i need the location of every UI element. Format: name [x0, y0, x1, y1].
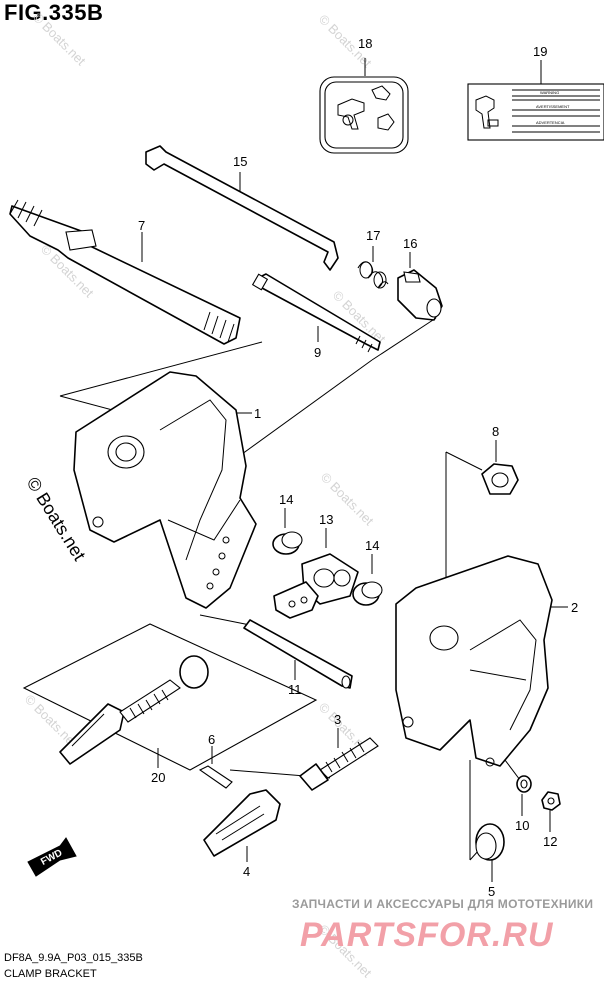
part-8-nut[interactable]: [481, 463, 519, 495]
callout-2[interactable]: 2: [571, 600, 578, 615]
callout-17[interactable]: 17: [366, 228, 380, 243]
callout-8[interactable]: 8: [492, 424, 499, 439]
promo-logo: PARTSFOR.RU: [300, 916, 554, 954]
label-19-advertencia-word: ADVERTENCIA: [536, 120, 565, 125]
part-20-clamp-screw[interactable]: [22, 623, 318, 771]
part-number-callouts: 18 19 15 7 17 16 9 1 8 14 13 14 2 11 3 6…: [138, 36, 578, 899]
part-13-plates[interactable]: [273, 553, 359, 619]
callout-20[interactable]: 20: [151, 770, 165, 785]
callout-11[interactable]: 11: [288, 682, 302, 697]
callout-10[interactable]: 10: [515, 818, 529, 833]
label-19-warning-word: WARNING: [540, 90, 559, 95]
callout-5[interactable]: 5: [488, 884, 495, 899]
figure-model-code: DF8A_9.9A_P03_015_335B: [4, 952, 143, 964]
callout-1[interactable]: 1: [254, 406, 261, 421]
callout-13[interactable]: 13: [319, 512, 333, 527]
promo-watermark: ЗАПЧАСТИ И АКСЕССУАРЫ ДЛЯ МОТОТЕХНИКИ PA…: [292, 897, 593, 954]
part-5-pad[interactable]: [475, 823, 505, 861]
callout-19[interactable]: 19: [533, 44, 547, 59]
part-18-label-sticker[interactable]: [319, 76, 409, 154]
part-15-rod[interactable]: [145, 145, 339, 271]
callout-14-upper[interactable]: 14: [279, 492, 293, 507]
callout-18[interactable]: 18: [358, 36, 372, 51]
part-19-warning-label[interactable]: WARNING AVERTISSEMENT ADVERTENCIA: [467, 83, 604, 141]
part-2-clamp-bracket-right[interactable]: [395, 555, 553, 767]
part-14-bushing-upper[interactable]: [272, 531, 303, 555]
callout-9[interactable]: 9: [314, 345, 321, 360]
part-14-bushing-lower[interactable]: [352, 581, 383, 606]
part-11-shaft[interactable]: [243, 619, 353, 689]
callout-14-lower[interactable]: 14: [365, 538, 379, 553]
figure-assembly-name: CLAMP BRACKET: [4, 968, 97, 980]
part-7-tilt-tube[interactable]: [9, 199, 241, 345]
part-4-swivel-handle[interactable]: [203, 789, 281, 857]
callout-6[interactable]: 6: [208, 732, 215, 747]
callout-7[interactable]: 7: [138, 218, 145, 233]
callout-15[interactable]: 15: [233, 154, 247, 169]
label-19-avertissement-word: AVERTISSEMENT: [536, 104, 570, 109]
part-17-spring[interactable]: [357, 261, 389, 289]
forward-direction-arrow: FWD: [27, 837, 77, 877]
part-3-screw[interactable]: [299, 737, 379, 791]
callout-16[interactable]: 16: [403, 236, 417, 251]
part-12-nut[interactable]: [541, 791, 561, 811]
promo-tagline: ЗАПЧАСТИ И АКСЕССУАРЫ ДЛЯ МОТОТЕХНИКИ: [292, 897, 593, 911]
callout-4[interactable]: 4: [243, 864, 250, 879]
part-6-pin[interactable]: [198, 765, 233, 789]
part-16-holder[interactable]: [397, 269, 443, 321]
part-10-washer[interactable]: [516, 775, 532, 793]
watermark-text: © Boats.net: [30, 10, 89, 69]
part-9-bolt[interactable]: [251, 273, 381, 353]
figure-title: FIG.335B: [4, 0, 104, 25]
callout-12[interactable]: 12: [543, 834, 557, 849]
callout-3[interactable]: 3: [334, 712, 341, 727]
part-1-clamp-bracket-left[interactable]: [73, 371, 257, 609]
